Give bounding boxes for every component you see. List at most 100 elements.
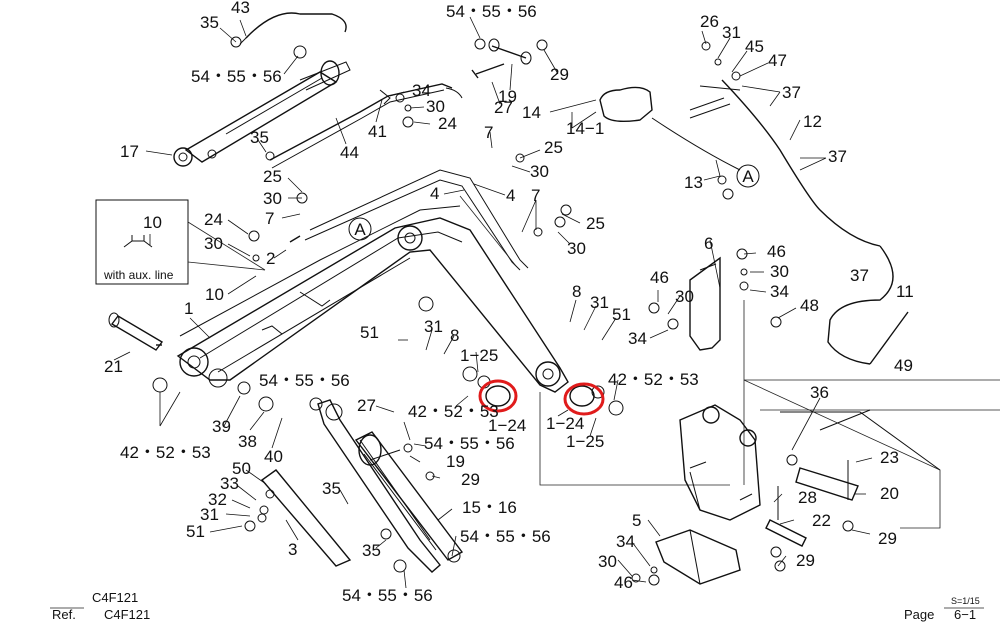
ref-label: Ref. bbox=[52, 607, 76, 622]
ref-label: A bbox=[742, 167, 754, 186]
callout: 30 bbox=[770, 262, 789, 281]
callout: 30 bbox=[567, 239, 586, 258]
footer-code: C4F121 bbox=[92, 590, 138, 605]
scale-label: S=1/15 bbox=[951, 596, 980, 606]
footer: C4F121 Ref. C4F121 S=1/15 Page 6−1 bbox=[50, 590, 984, 622]
hose-43 bbox=[245, 12, 347, 39]
callout: 25 bbox=[263, 167, 282, 186]
callout: 41 bbox=[368, 122, 387, 141]
callout: 14 bbox=[522, 103, 541, 122]
callout: 51 bbox=[360, 323, 379, 342]
page-number: 6−1 bbox=[954, 607, 976, 622]
callout: 54・55・56 bbox=[424, 434, 515, 453]
callout: 33 bbox=[220, 474, 239, 493]
callout: 38 bbox=[238, 432, 257, 451]
callout: 1−24 bbox=[546, 414, 584, 433]
callout: 37 bbox=[782, 83, 801, 102]
callout: 54・55・56 bbox=[460, 527, 551, 546]
callout: 21 bbox=[104, 357, 123, 376]
callout: 34 bbox=[770, 282, 789, 301]
callout: 54・55・56 bbox=[446, 2, 537, 21]
callout: 7 bbox=[531, 186, 540, 205]
lamp-14 bbox=[599, 86, 653, 123]
callout: 30 bbox=[263, 189, 282, 208]
callout: 34 bbox=[628, 329, 647, 348]
callout: 37 bbox=[850, 266, 869, 285]
callout-labels: 43 35 54・55・56 54・55・56 19 29 26 31 45 4… bbox=[104, 0, 914, 605]
callout: 7 bbox=[484, 123, 493, 142]
callout: 23 bbox=[880, 448, 899, 467]
callout: 1−25 bbox=[460, 346, 498, 365]
callout: 1 bbox=[184, 299, 193, 318]
callout: 36 bbox=[810, 383, 829, 402]
ref-marker-a-harness bbox=[736, 164, 760, 188]
callout: 30 bbox=[530, 162, 549, 181]
callout: 26 bbox=[700, 12, 719, 31]
aux-line-inset bbox=[95, 199, 189, 285]
callout: 27 bbox=[357, 396, 376, 415]
callout: 22 bbox=[812, 511, 831, 530]
bushing-1-24-left bbox=[485, 385, 511, 407]
callout: 28 bbox=[798, 488, 817, 507]
inset-note: with aux. line bbox=[103, 268, 174, 282]
swing-bracket bbox=[679, 404, 761, 521]
callout: 29 bbox=[796, 551, 815, 570]
callout: 19 bbox=[446, 452, 465, 471]
callout: 54・55・56 bbox=[259, 371, 350, 390]
callout: 51 bbox=[186, 522, 205, 541]
callout: 10 bbox=[143, 213, 162, 232]
callout: 31 bbox=[590, 293, 609, 312]
callout: 45 bbox=[745, 37, 764, 56]
callout: 29 bbox=[461, 470, 480, 489]
callout: 35 bbox=[250, 128, 269, 147]
callout: 48 bbox=[800, 296, 819, 315]
callout: 34 bbox=[616, 532, 635, 551]
callout: 12 bbox=[803, 112, 822, 131]
callout: 34 bbox=[412, 81, 431, 100]
callout: 10 bbox=[205, 285, 224, 304]
callout: 49 bbox=[894, 356, 913, 375]
callout: 40 bbox=[264, 447, 283, 466]
callout: 25 bbox=[586, 214, 605, 233]
bolt-27-top bbox=[475, 63, 505, 75]
callout: 29 bbox=[550, 65, 569, 84]
callout: 5 bbox=[632, 511, 641, 530]
bucket-cylinder bbox=[354, 431, 464, 563]
page-label: Page bbox=[904, 607, 934, 622]
callout: 46 bbox=[767, 242, 786, 261]
callout: 11 bbox=[896, 282, 914, 301]
callout: 54・55・56 bbox=[191, 67, 282, 86]
ref-label: A bbox=[354, 220, 366, 239]
callout: 30 bbox=[204, 234, 223, 253]
callout: 14−1 bbox=[566, 119, 604, 138]
callout: 35 bbox=[362, 541, 381, 560]
callout: 29 bbox=[878, 529, 897, 548]
callout: 35 bbox=[200, 13, 219, 32]
callout: 31 bbox=[200, 505, 219, 524]
pin-21 bbox=[110, 315, 164, 351]
callout: 17 bbox=[120, 142, 139, 161]
callout: 42・52・53 bbox=[120, 443, 211, 462]
callout: 46 bbox=[650, 268, 669, 287]
pin-19-top bbox=[491, 45, 527, 59]
callout: 47 bbox=[768, 51, 787, 70]
leader-lines bbox=[113, 16, 873, 589]
callout: 54・55・56 bbox=[342, 586, 433, 605]
arm-assembly bbox=[260, 399, 441, 573]
callout: 15・16 bbox=[462, 498, 517, 517]
boom-assembly bbox=[176, 205, 569, 393]
callout: 24 bbox=[438, 114, 457, 133]
callout: 42・52・53 bbox=[408, 402, 499, 421]
callout: 30 bbox=[675, 287, 694, 306]
callout: 50 bbox=[232, 459, 251, 478]
callout: 1−24 bbox=[488, 416, 526, 435]
callout: 13 bbox=[684, 173, 703, 192]
callout: 2 bbox=[266, 249, 275, 268]
callout: 44 bbox=[340, 143, 359, 162]
highlight-bushing-right bbox=[563, 382, 605, 416]
callout: 51 bbox=[612, 305, 631, 324]
pin-20 bbox=[795, 467, 859, 501]
callout: 31 bbox=[424, 317, 443, 336]
